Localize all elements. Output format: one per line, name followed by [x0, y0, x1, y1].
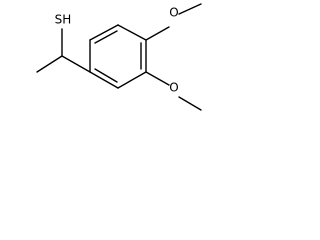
side-chain-bond [61, 55, 91, 73]
ring-bond [89, 71, 119, 89]
ring-bond [89, 24, 119, 41]
methoxy-right-bond [145, 71, 170, 86]
thiol-label: SH [55, 13, 72, 27]
methyl-bond [36, 55, 63, 73]
ring-double-bond [94, 30, 118, 44]
methoxy-right-oxygen-label: O [169, 81, 178, 95]
molecule-structure: SH O O [36, 3, 202, 111]
methoxy-top-bond [145, 26, 170, 41]
methoxy-top-oxygen-label: O [169, 6, 178, 20]
structure-canvas: SH O O [0, 0, 220, 116]
methoxy-right-methyl-bond [178, 96, 202, 111]
ring-bond [117, 71, 147, 89]
ring-double-bond [94, 68, 118, 83]
methoxy-top-methyl-bond [178, 3, 202, 15]
ring-bond [117, 24, 147, 41]
